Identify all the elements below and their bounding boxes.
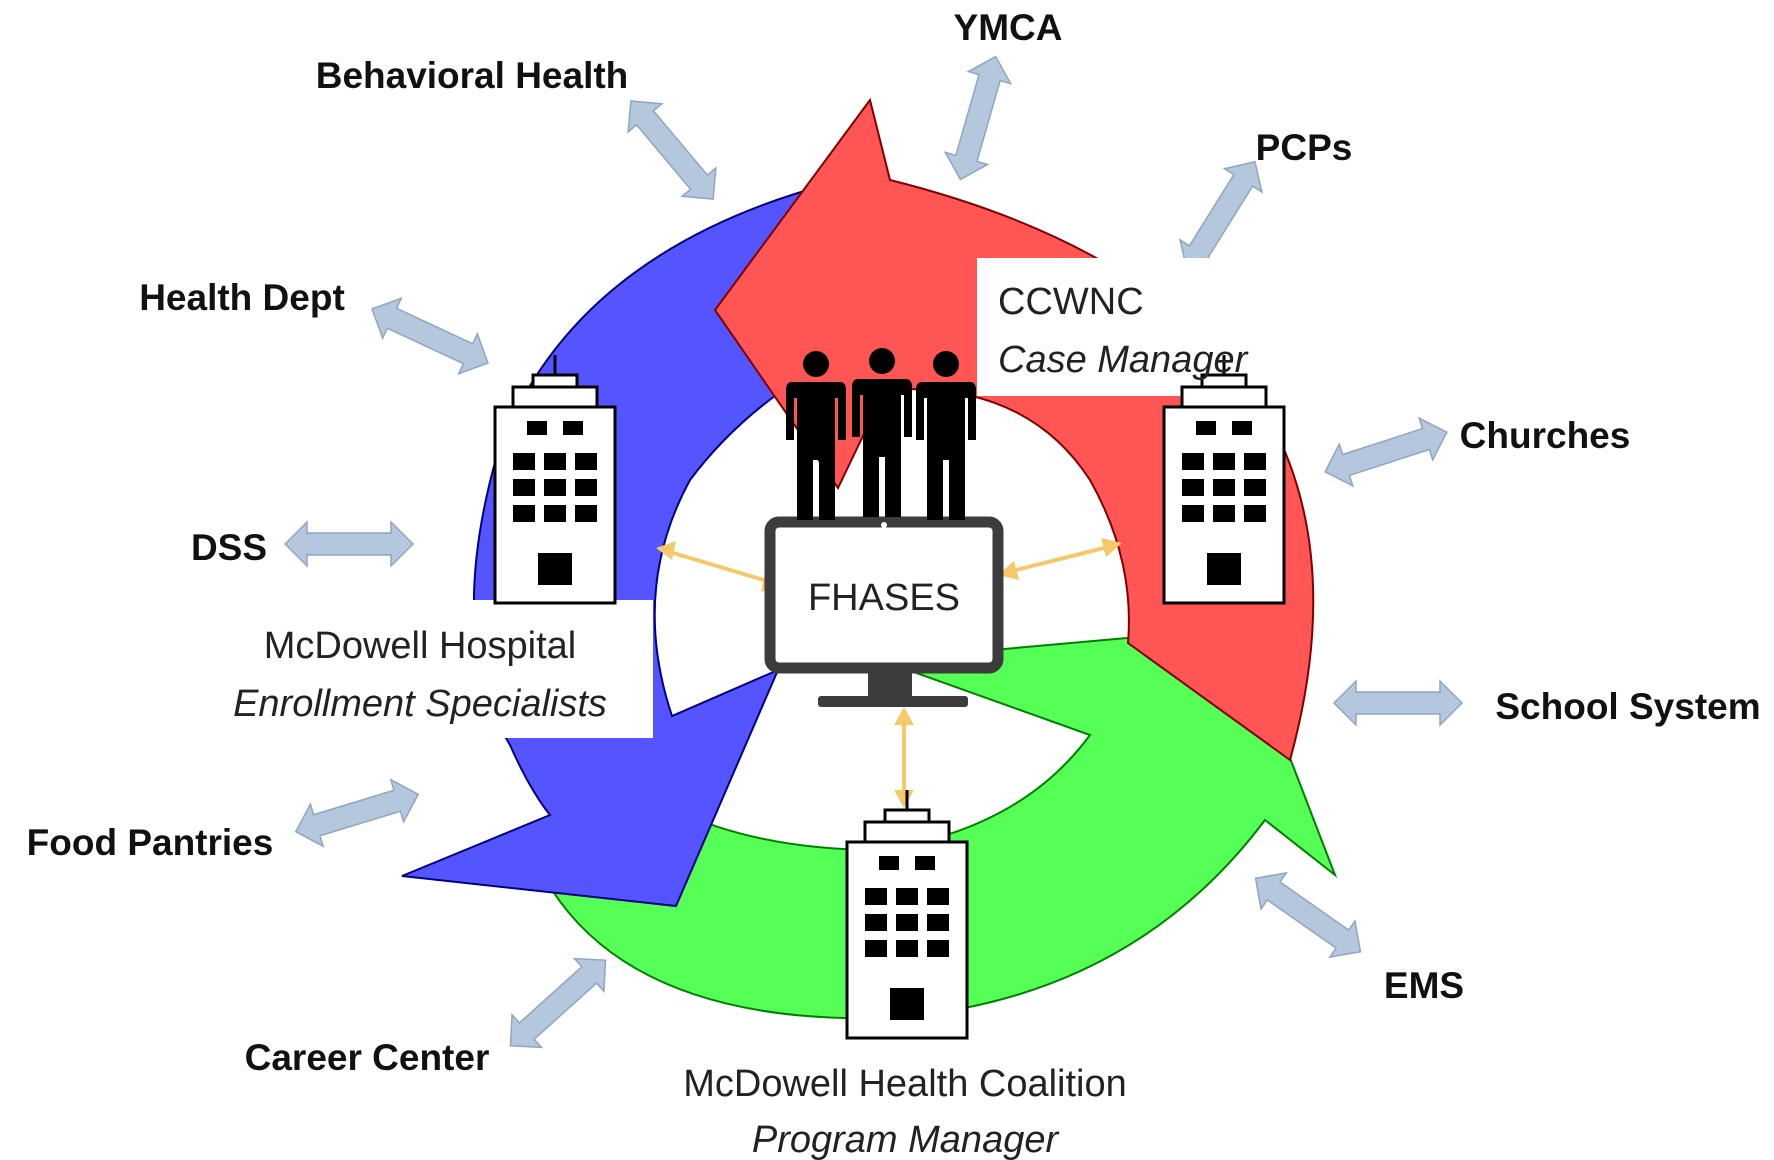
health-dept-link-arrow — [371, 296, 489, 376]
pcps-link-arrow — [1178, 160, 1264, 272]
school-system-link-arrow — [1332, 679, 1464, 727]
partner-churches: Churches — [1460, 415, 1631, 456]
partner-ems: EMS — [1384, 965, 1464, 1006]
food-pantries-link-arrow — [294, 778, 420, 848]
hospital-label-box — [203, 600, 653, 738]
behavioral-health-link-arrow — [627, 100, 717, 200]
computer-monitor-icon — [764, 516, 1004, 707]
people-group-icon — [786, 348, 976, 520]
ccwnc-building-icon — [1162, 353, 1286, 605]
hospital-building-icon — [493, 353, 617, 605]
dss-link-arrow — [283, 520, 415, 568]
hospital-link — [669, 550, 768, 583]
coalition-name: McDowell Health Coalition — [683, 1063, 1127, 1105]
partner-behavioral-health: Behavioral Health — [316, 55, 629, 96]
partner-arrows — [283, 55, 1464, 1049]
fhases-label: FHASES — [808, 577, 960, 619]
partner-food-pantries: Food Pantries — [27, 822, 274, 863]
career-center-link-arrow — [509, 957, 607, 1049]
partner-health-dept: Health Dept — [139, 277, 345, 318]
hospital-role: Enrollment Specialists — [233, 683, 607, 725]
coalition-role: Program Manager — [752, 1119, 1060, 1160]
ccwnc-link — [1011, 545, 1109, 573]
ccwnc-name: CCWNC — [998, 281, 1144, 323]
ccwnc-label-box — [977, 258, 1279, 396]
partner-dss: DSS — [191, 527, 267, 568]
coalition-building-icon — [845, 788, 969, 1040]
hospital-name: McDowell Hospital — [264, 625, 577, 667]
partner-pcps: PCPs — [1256, 127, 1353, 168]
churches-link-arrow — [1324, 416, 1448, 488]
partner-ymca: YMCA — [954, 7, 1063, 48]
ccwnc-role: Case Manager — [998, 339, 1249, 381]
partner-school-system: School System — [1495, 686, 1760, 727]
partner-career-center: Career Center — [245, 1037, 490, 1078]
ymca-link-arrow — [943, 55, 1013, 181]
ems-link-arrow — [1254, 871, 1362, 959]
